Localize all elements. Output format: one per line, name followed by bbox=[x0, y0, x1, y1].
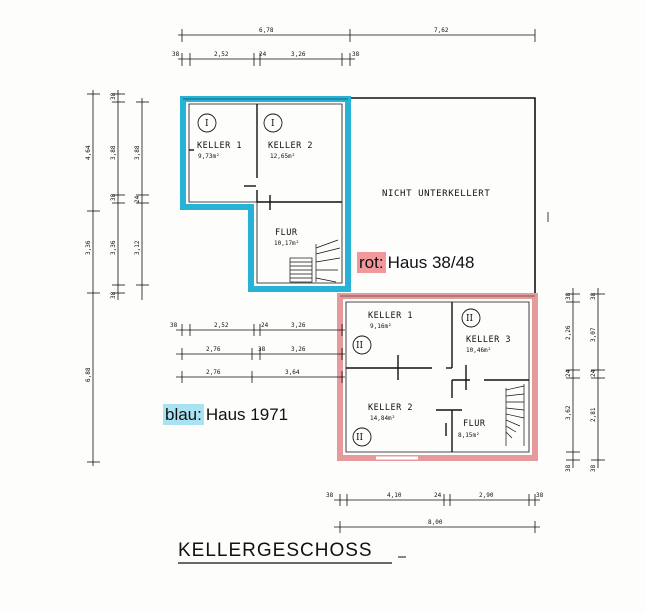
dim-left-outer-2: 3,36 bbox=[85, 240, 92, 255]
plan-title: KELLERGESCHOSS bbox=[178, 540, 373, 561]
marker-circle bbox=[197, 113, 217, 133]
dim-mid-r1-1: 38 bbox=[170, 322, 178, 329]
room-area-keller2-upper: 12,65m² bbox=[270, 153, 295, 160]
dim-mid-r1-3: 24 bbox=[261, 322, 269, 329]
room-area-keller1-upper: 9,73m² bbox=[198, 153, 220, 160]
dim-left-outer-3: 6,88 bbox=[85, 367, 92, 382]
room-marker-lower-2: II bbox=[466, 314, 474, 324]
haus-3848-stairs bbox=[505, 384, 525, 446]
dim-right-inner-4: 3,62 bbox=[565, 405, 572, 420]
dim-mid-r1-2: 2,52 bbox=[214, 322, 229, 329]
dim-right-inner-5: 38 bbox=[565, 464, 572, 472]
room-area-keller1-lower: 9,16m² bbox=[370, 323, 392, 330]
room-name-keller1-lower: KELLER 1 bbox=[368, 311, 413, 321]
legend-red-key: rot: bbox=[357, 252, 386, 273]
middle-dimensions bbox=[176, 324, 345, 383]
dim-left-middle-1: 38 bbox=[110, 92, 117, 100]
dim-right-outer-3: 2,81 bbox=[590, 407, 597, 422]
dim-left-middle-2: 3,88 bbox=[110, 145, 117, 160]
dim-top-detail-3: 24 bbox=[259, 51, 267, 58]
room-area-keller3-lower: 10,46m² bbox=[466, 347, 491, 354]
dim-top-total-2: 7,62 bbox=[434, 27, 449, 34]
room-name-flur-upper: FLUR bbox=[275, 228, 298, 238]
dim-mid-r2-2: 38 bbox=[258, 346, 266, 353]
dim-top-total-1: 6,78 bbox=[259, 27, 274, 34]
dim-left-middle-3: 38 bbox=[110, 193, 117, 201]
dim-top-detail-5: 38 bbox=[352, 51, 360, 58]
room-name-keller2-lower: KELLER 2 bbox=[368, 403, 413, 413]
marker-circle bbox=[263, 113, 283, 133]
dim-left-inner-3: 3,12 bbox=[134, 240, 141, 255]
room-area-flur-upper: 10,17m² bbox=[274, 240, 299, 247]
haus-1971-stairs bbox=[289, 239, 341, 283]
dim-top-detail-1: 38 bbox=[172, 51, 180, 58]
room-name-keller3-lower: KELLER 3 bbox=[466, 335, 511, 345]
haus-1971-walls bbox=[180, 96, 351, 292]
legend-red-value: Haus 38/48 bbox=[385, 253, 475, 272]
dim-left-inner-1: 3,88 bbox=[134, 145, 141, 160]
dim-left-outer-1: 4,64 bbox=[85, 145, 92, 160]
dim-mid-r3-1: 2,76 bbox=[206, 369, 221, 376]
dim-mid-r2-1: 2,76 bbox=[206, 346, 221, 353]
marker-circle bbox=[461, 308, 481, 328]
room-marker-upper-1: I bbox=[205, 119, 209, 129]
dim-right-inner-2: 2,26 bbox=[565, 325, 572, 340]
haus-3848-interior bbox=[346, 302, 529, 452]
room-marker-lower-1: II bbox=[356, 341, 364, 351]
dim-right-bottom-38: 38 bbox=[590, 464, 597, 472]
dim-top-detail-2: 2,52 bbox=[214, 51, 229, 58]
dim-left-middle-4: 3,36 bbox=[110, 240, 117, 255]
left-dimensions bbox=[87, 90, 149, 466]
dim-mid-r1-4: 3,26 bbox=[291, 322, 306, 329]
dim-right-outer-2: 24 bbox=[590, 369, 597, 377]
room-name-keller2-upper: KELLER 2 bbox=[268, 141, 313, 151]
room-marker-lower-3: II bbox=[356, 433, 364, 443]
room-name-keller1-upper: KELLER 1 bbox=[197, 141, 242, 151]
haus-1971-interior bbox=[189, 104, 342, 210]
haus-3848-walls bbox=[337, 293, 538, 461]
dim-right-inner-3: 24 bbox=[565, 369, 572, 377]
dim-bottom-detail-4: 2,90 bbox=[479, 492, 494, 499]
dim-right-top-38: 38 bbox=[590, 292, 597, 300]
legend-red: rot:Haus 38/48 bbox=[357, 252, 475, 273]
dim-left-inner-2: 24 bbox=[134, 195, 141, 203]
dim-top-detail-4: 3,26 bbox=[291, 51, 306, 58]
legend-blue-key: blau: bbox=[163, 404, 204, 425]
marker-circle bbox=[352, 335, 372, 355]
legend-blue-value: Haus 1971 bbox=[205, 405, 289, 424]
not-basement-label: NICHT UNTERKELLERT bbox=[382, 189, 490, 199]
bottom-dimensions bbox=[334, 494, 540, 533]
room-area-flur-lower: 8,15m² bbox=[458, 432, 480, 439]
legend-blue: blau:Haus 1971 bbox=[163, 404, 289, 425]
room-name-flur-lower: FLUR bbox=[463, 419, 486, 429]
dim-bottom-detail-2: 4,10 bbox=[387, 492, 402, 499]
dim-bottom-detail-5: 38 bbox=[536, 492, 544, 499]
dim-bottom-detail-1: 38 bbox=[326, 492, 334, 499]
room-marker-upper-2: I bbox=[271, 119, 275, 129]
room-area-keller2-lower: 14,84m² bbox=[370, 415, 395, 422]
dim-bottom-total: 8,00 bbox=[428, 519, 443, 526]
dim-left-middle-5: 38 bbox=[110, 291, 117, 299]
marker-circle bbox=[352, 427, 372, 447]
dim-mid-r3-2: 3,64 bbox=[285, 369, 300, 376]
dim-right-outer-1: 3,07 bbox=[590, 327, 597, 342]
top-dimensions bbox=[178, 29, 536, 66]
dim-right-inner-1: 38 bbox=[565, 292, 572, 300]
dim-bottom-detail-3: 24 bbox=[434, 492, 442, 499]
right-dimensions bbox=[566, 288, 605, 468]
dim-mid-r2-3: 3,26 bbox=[291, 346, 306, 353]
